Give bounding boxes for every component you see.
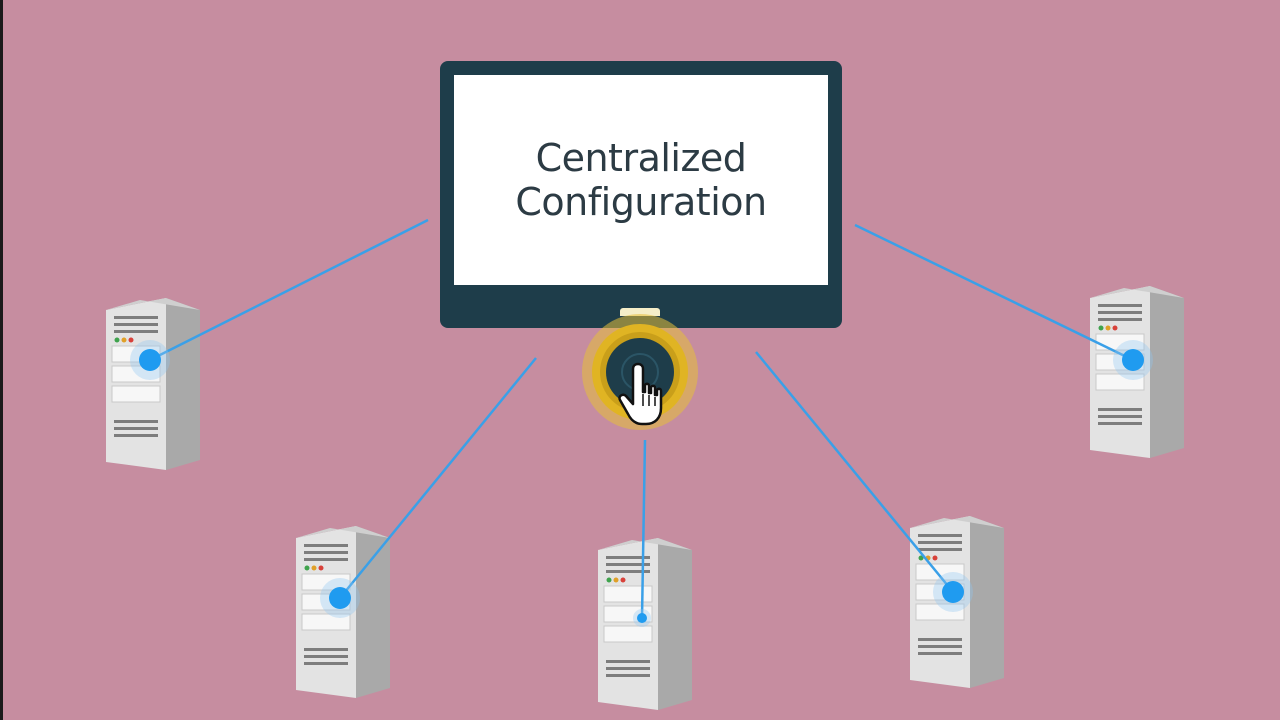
connector-bottom-center — [640, 439, 647, 619]
pointer-hand-icon — [618, 362, 663, 426]
connector-lines — [149, 218, 1134, 619]
connector-bottom-right — [755, 351, 954, 593]
node-dot — [329, 587, 351, 609]
connector-left-upper — [149, 218, 429, 362]
left-edge — [0, 0, 3, 720]
node-dot — [139, 349, 161, 371]
node-dot — [1122, 349, 1144, 371]
node-dot — [637, 613, 647, 623]
monitor-tab — [620, 308, 660, 316]
connector-bottom-left — [339, 357, 537, 599]
power-button-icon[interactable] — [570, 310, 710, 450]
server-left-upper-icon — [105, 297, 201, 471]
connector-right-upper — [854, 223, 1134, 362]
screen-title-line-1: Centralized — [535, 136, 747, 180]
config-monitor: Centralized Configuration — [440, 61, 842, 328]
screen-title-line-2: Configuration — [515, 180, 767, 224]
node-dots — [130, 340, 1153, 627]
node-dot — [942, 581, 964, 603]
monitor-screen: Centralized Configuration — [454, 75, 828, 285]
